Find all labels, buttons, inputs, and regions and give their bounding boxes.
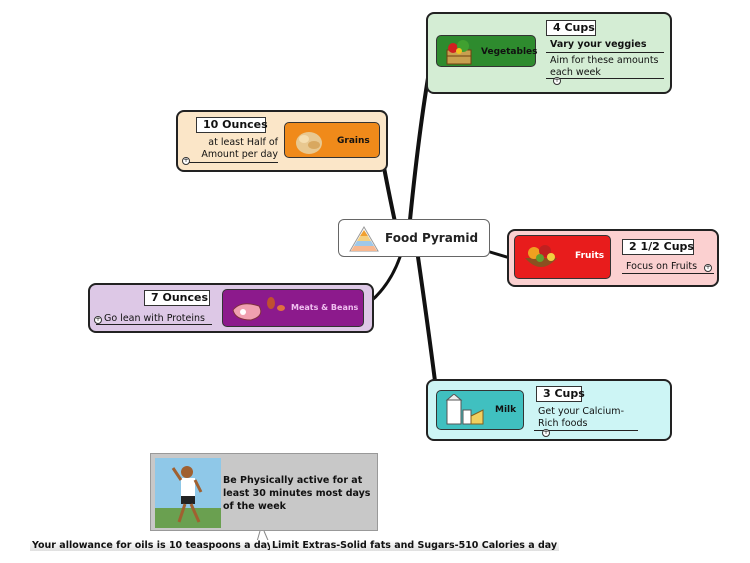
milk-note[interactable]: Get your Calcium-Rich foods [538,406,624,429]
vegetables-amount[interactable]: 4 Cups [553,21,595,34]
meats-expand-icon[interactable]: + [94,316,102,324]
milk-amount-box [536,386,582,402]
vegetables-topic-label: Vegetables [481,47,538,57]
milk-topic[interactable]: Milk [436,390,524,430]
grains-amount[interactable]: 10 Ounces [203,118,268,131]
milk-topic-label: Milk [495,405,517,415]
vegetables-note[interactable]: Aim for these amounts each week [550,55,659,78]
vegetables-tip-underline [546,52,664,53]
milk-expand-icon[interactable]: + [542,429,550,437]
vegetable-basket-icon [446,40,472,65]
grains-note-underline [186,162,278,163]
milk-amount[interactable]: 3 Cups [543,387,585,400]
meats-topic-label: Meats & Beans [291,303,359,312]
fruits-topic-label: Fruits [575,251,605,261]
runner-icon [155,458,221,528]
connector-fruits [488,250,512,260]
grains-expand-icon[interactable]: + [182,157,190,165]
vegetables-tip[interactable]: Vary your veggies [550,39,647,50]
activity-box[interactable]: Be Physically active for at least 30 min… [150,453,378,531]
meats-note[interactable]: Go lean with Proteins [104,313,205,324]
grains-topic-label: Grains [337,136,370,146]
vegetables-topic[interactable]: Vegetables [436,35,538,67]
oils-allowance-label[interactable]: Your allowance for oils is 10 teaspoons … [30,540,275,551]
meat-beans-icon [232,297,285,321]
milk-dairy-icon [445,394,484,425]
fruit-bowl-icon [525,245,557,267]
pyramid-icon [349,226,379,252]
fruits-amount[interactable]: 2 1/2 Cups [629,240,694,253]
central-title: Food Pyramid [385,231,479,245]
fruits-note[interactable]: Focus on Fruits [626,261,698,272]
milk-note-underline [534,430,638,431]
extras-limit-label[interactable]: Limit Extras-Solid fats and Sugars-510 C… [270,540,560,551]
vegetables-expand-icon[interactable]: + [553,77,561,85]
grains-amount-box [196,117,266,133]
meats-topic[interactable]: Meats & Beans [222,289,364,327]
meats-amount[interactable]: 7 Ounces [151,291,209,304]
meats-note-underline [96,324,212,325]
grains-topic[interactable]: Grains [284,122,380,158]
vegetables-amount-box [546,20,596,36]
central-topic[interactable]: Food Pyramid [338,219,490,257]
vegetables-note-underline [546,78,664,79]
meats-amount-box [144,290,210,306]
fruits-amount-box [622,239,694,255]
fruits-expand-icon[interactable]: + [704,264,712,272]
fruits-topic[interactable]: Fruits [514,235,611,279]
grains-icon [296,132,322,154]
activity-text: Be Physically active for at least 30 min… [223,475,371,512]
fruits-note-underline [622,273,714,274]
grains-note[interactable]: at least Half of Amount per day [201,137,278,160]
